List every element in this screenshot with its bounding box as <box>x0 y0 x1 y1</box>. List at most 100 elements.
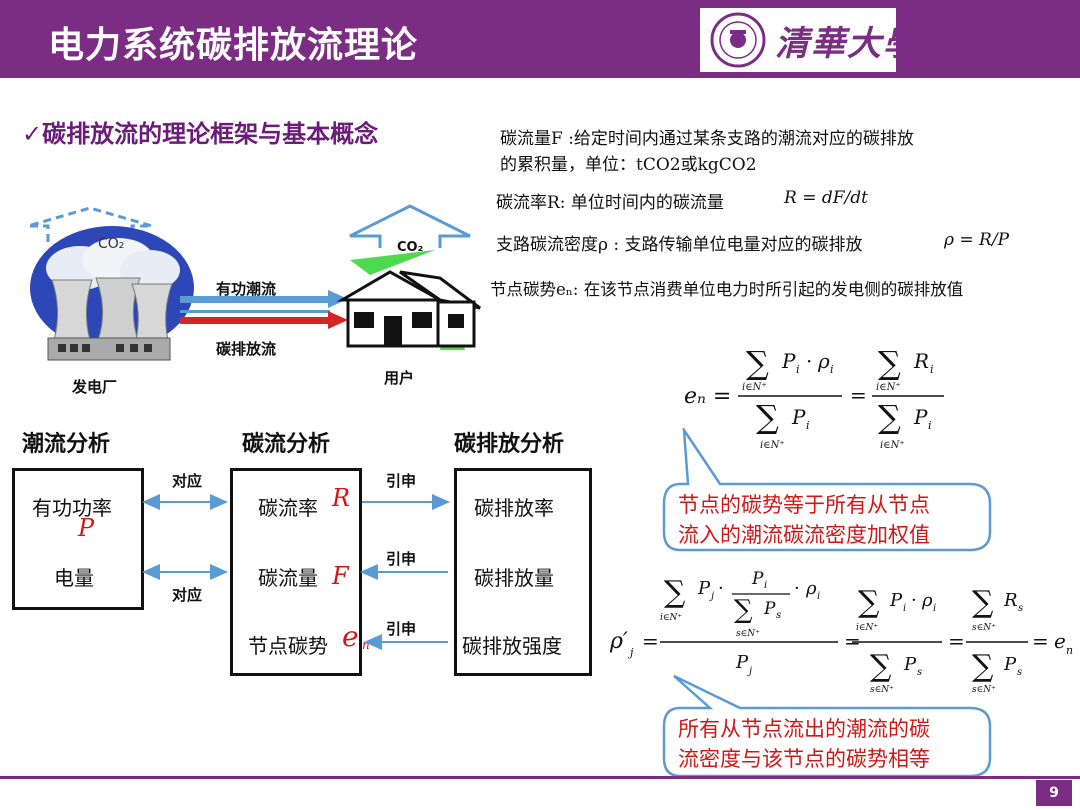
page-number: 9 <box>1036 780 1072 806</box>
symbol-e: e <box>342 620 359 653</box>
logo-box <box>700 8 896 72</box>
symbol-P: P <box>78 514 95 542</box>
svg-text:ρ: ρ <box>805 578 817 599</box>
svg-text:i: i <box>817 591 820 602</box>
svg-text:i∈N⁺: i∈N⁺ <box>660 613 682 623</box>
link-label-c: 引申 <box>386 472 417 490</box>
col-title-emission: 碳排放分析 <box>454 432 565 457</box>
framework-arrows <box>142 494 450 650</box>
svg-text:P: P <box>889 590 903 611</box>
svg-text:i∈N⁺: i∈N⁺ <box>742 382 767 393</box>
svg-text:∑: ∑ <box>756 398 779 436</box>
power-plant-label: 发电厂 <box>72 378 118 396</box>
svg-text:s: s <box>1017 667 1022 678</box>
item-flow-amount: 碳流量 <box>258 566 318 590</box>
svg-text:i: i <box>930 363 934 376</box>
svg-text:P: P <box>763 599 776 619</box>
item-emission-intensity: 碳排放强度 <box>462 634 562 658</box>
item-energy: 电量 <box>54 566 94 590</box>
symbol-F: F <box>332 562 349 590</box>
callout-2-line-1: 所有从节点流出的潮流的碳 <box>678 717 930 741</box>
svg-text:P: P <box>903 654 917 675</box>
footer-line <box>0 776 1080 779</box>
svg-text:∑: ∑ <box>972 585 994 620</box>
svg-text:P: P <box>781 349 796 373</box>
title-bar <box>0 0 1080 78</box>
svg-text:R: R <box>913 349 929 373</box>
callout-2-line-2: 流密度与该节点的碳势相等 <box>678 747 930 771</box>
svg-text:i: i <box>830 363 834 376</box>
box-emission <box>454 468 592 676</box>
svg-text:s∈N⁺: s∈N⁺ <box>870 685 894 695</box>
carbon-flow-arrowhead-icon <box>328 311 348 329</box>
svg-text:=: = <box>844 629 861 653</box>
svg-text:i∈N⁺: i∈N⁺ <box>856 623 878 633</box>
item-emission-rate: 碳排放率 <box>474 496 554 520</box>
svg-text:ρ: ρ <box>921 590 933 611</box>
svg-text:s∈N⁺: s∈N⁺ <box>736 629 760 639</box>
svg-text:P: P <box>791 405 806 429</box>
svg-text:j: j <box>709 591 714 602</box>
callout-2-shape <box>662 674 992 778</box>
svg-text:∑: ∑ <box>972 649 994 684</box>
svg-text:i: i <box>928 419 932 432</box>
svg-text:i∈N⁺: i∈N⁺ <box>880 440 905 451</box>
svg-text:∑: ∑ <box>734 595 753 625</box>
svg-text:s: s <box>1018 603 1023 614</box>
svg-text:·: · <box>794 578 800 599</box>
def-branch-density: 支路碳流密度ρ : 支路传输单位电量对应的碳排放 <box>496 235 863 255</box>
svg-text:s: s <box>776 610 781 621</box>
item-active-power: 有功功率 <box>32 496 112 520</box>
page-title: 电力系统碳排放流理论 <box>48 25 419 66</box>
svg-text:P: P <box>751 569 764 589</box>
link-label-b: 对应 <box>172 586 203 604</box>
svg-text:i: i <box>796 363 800 376</box>
def-flow-amount-1: 碳流量F :给定时间内通过某条支路的潮流对应的碳排放 <box>500 129 914 149</box>
svg-text:∑: ∑ <box>878 398 901 436</box>
col-title-power-flow: 潮流分析 <box>22 432 111 457</box>
tsinghua-seal-icon <box>710 12 766 68</box>
item-emission-amount: 碳排放量 <box>474 566 554 590</box>
svg-text:·: · <box>911 590 917 611</box>
def-flow-rate-formula: R = dF/dt <box>784 188 868 208</box>
symbol-R: R <box>332 484 351 512</box>
svg-text:P: P <box>697 578 711 599</box>
user-label: 用户 <box>384 369 415 387</box>
svg-text:e: e <box>1054 629 1066 653</box>
section-subtitle: ✓碳排放流的理论框架与基本概念 <box>22 120 379 148</box>
svg-text:P: P <box>735 652 749 673</box>
svg-text:P: P <box>913 405 928 429</box>
svg-text:ρ: ρ <box>817 349 830 373</box>
svg-text:j: j <box>747 666 752 677</box>
def-branch-density-formula: ρ = R/P <box>944 230 1010 250</box>
svg-text:P: P <box>1003 654 1017 675</box>
svg-text:=: = <box>948 629 965 653</box>
co2-right-label: CO₂ <box>397 240 424 255</box>
active-flow-label: 有功潮流 <box>216 280 277 298</box>
svg-text:i: i <box>933 603 936 614</box>
svg-text:i∈N⁺: i∈N⁺ <box>760 440 785 451</box>
callout-1-line-2: 流入的潮流碳流密度加权值 <box>678 523 930 547</box>
svg-text:∑: ∑ <box>858 585 880 620</box>
svg-text:s: s <box>917 667 922 678</box>
svg-text:∑: ∑ <box>664 575 686 610</box>
svg-text:=: = <box>1032 629 1049 653</box>
svg-text:i∈N⁺: i∈N⁺ <box>876 382 901 393</box>
item-flow-rate: 碳流率 <box>258 496 318 520</box>
def-flow-rate: 碳流率R: 单位时间内的碳流量 <box>496 193 724 213</box>
logo-text: 清華大學 <box>775 24 919 64</box>
svg-text:s∈N⁺: s∈N⁺ <box>972 685 996 695</box>
def-flow-amount-2: 的累积量，单位：tCO2或kgCO2 <box>500 155 757 175</box>
callout-1-line-1: 节点的碳势等于所有从节点 <box>678 493 930 517</box>
link-label-a: 对应 <box>172 472 203 490</box>
svg-text:i: i <box>764 580 767 591</box>
co2-left-label: CO₂ <box>98 236 125 252</box>
co2-arrow-icon <box>349 204 471 248</box>
link-label-d: 引申 <box>386 550 417 568</box>
carbon-flow-label: 碳排放流 <box>216 340 277 358</box>
svg-text:ρ′: ρ′ <box>609 629 628 654</box>
svg-text:R: R <box>1003 590 1018 611</box>
link-label-e: 引申 <box>386 620 417 638</box>
